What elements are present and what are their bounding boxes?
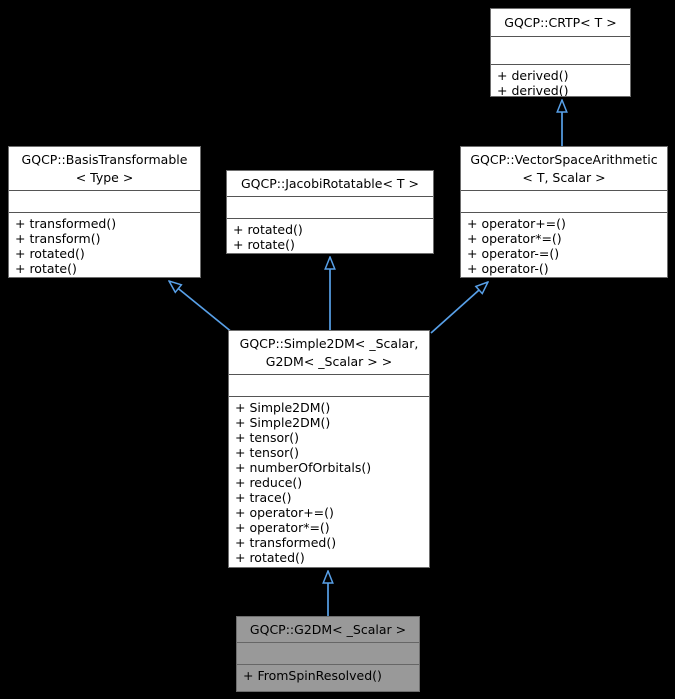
method-label: + transformed() bbox=[235, 535, 337, 550]
class-methods: + rotated()+ rotate() bbox=[227, 219, 433, 253]
class-title-line: GQCP::Simple2DM< _Scalar, bbox=[239, 335, 419, 351]
class-methods: + operator+=()+ operator*=()+ operator-=… bbox=[461, 213, 667, 277]
class-node-simple2dm[interactable]: GQCP::Simple2DM< _Scalar,G2DM< _Scalar >… bbox=[228, 330, 430, 568]
class-methods: + derived()+ derived() bbox=[491, 65, 630, 96]
class-title: GQCP::JacobiRotatable< T > bbox=[227, 171, 433, 197]
edge-simple2dm-to-basistransformable bbox=[169, 281, 234, 334]
class-title-line: G2DM< _Scalar > > bbox=[265, 353, 393, 369]
class-title-line: GQCP::JacobiRotatable< T > bbox=[240, 175, 419, 191]
method-label: + operator-=() bbox=[467, 246, 560, 261]
class-title-line: < Type > bbox=[75, 169, 134, 185]
method-label: + rotate() bbox=[15, 261, 77, 276]
class-attributes-empty bbox=[229, 375, 429, 397]
class-title: GQCP::VectorSpaceArithmetic< T, Scalar > bbox=[461, 147, 667, 191]
method-label: + trace() bbox=[235, 490, 292, 505]
class-title-line: GQCP::VectorSpaceArithmetic bbox=[470, 151, 658, 167]
edge-simple2dm-to-vectorspacearithmetic bbox=[430, 282, 488, 334]
method-label: + Simple2DM() bbox=[235, 400, 331, 415]
method-label: + reduce() bbox=[235, 475, 303, 490]
class-node-g2dm-current[interactable]: GQCP::G2DM< _Scalar > + FromSpinResolved… bbox=[236, 616, 420, 692]
method-label: + tensor() bbox=[235, 430, 300, 445]
method-label: + numberOfOrbitals() bbox=[235, 460, 372, 475]
class-attributes-empty bbox=[227, 197, 433, 219]
class-title-line: GQCP::BasisTransformable bbox=[21, 151, 188, 167]
method-label: + operator*=() bbox=[467, 231, 562, 246]
class-methods: + transformed()+ transform()+ rotated()+… bbox=[9, 213, 200, 277]
method-label: + operator-() bbox=[467, 261, 549, 276]
class-attributes-empty bbox=[461, 191, 667, 213]
class-title: GQCP::G2DM< _Scalar > bbox=[237, 617, 419, 643]
method-label: + operator+=() bbox=[467, 216, 566, 231]
method-label: + Simple2DM() bbox=[235, 415, 331, 430]
class-node-jacobirotatable[interactable]: GQCP::JacobiRotatable< T > + rotated()+ … bbox=[226, 170, 434, 254]
class-title-line: GQCP::CRTP< T > bbox=[504, 14, 617, 30]
class-methods: + FromSpinResolved() bbox=[237, 665, 419, 691]
method-label: + rotated() bbox=[233, 222, 303, 237]
method-label: + derived() bbox=[497, 68, 569, 83]
class-attributes-empty bbox=[237, 643, 419, 665]
class-attributes-empty bbox=[9, 191, 200, 213]
class-node-vectorspacearithmetic[interactable]: GQCP::VectorSpaceArithmetic< T, Scalar >… bbox=[460, 146, 668, 278]
method-label: + rotated() bbox=[235, 550, 305, 565]
class-title-line: < T, Scalar > bbox=[522, 169, 606, 185]
class-node-basistransformable[interactable]: GQCP::BasisTransformable< Type > + trans… bbox=[8, 146, 201, 278]
method-label: + transformed() bbox=[15, 216, 117, 231]
class-title-line: GQCP::G2DM< _Scalar > bbox=[249, 621, 407, 637]
method-label: + derived() bbox=[497, 83, 569, 96]
class-node-crtp[interactable]: GQCP::CRTP< T > + derived()+ derived() bbox=[490, 8, 631, 97]
class-title: GQCP::Simple2DM< _Scalar,G2DM< _Scalar >… bbox=[229, 331, 429, 375]
method-label: + operator*=() bbox=[235, 520, 330, 535]
method-label: + rotate() bbox=[233, 237, 295, 252]
method-label: + operator+=() bbox=[235, 505, 334, 520]
class-attributes-empty bbox=[491, 37, 630, 65]
method-label: + transform() bbox=[15, 231, 101, 246]
method-label: + FromSpinResolved() bbox=[243, 668, 382, 683]
method-label: + rotated() bbox=[15, 246, 85, 261]
class-title: GQCP::BasisTransformable< Type > bbox=[9, 147, 200, 191]
class-methods: + Simple2DM()+ Simple2DM()+ tensor()+ te… bbox=[229, 397, 429, 567]
method-label: + tensor() bbox=[235, 445, 300, 460]
class-title: GQCP::CRTP< T > bbox=[491, 9, 630, 37]
